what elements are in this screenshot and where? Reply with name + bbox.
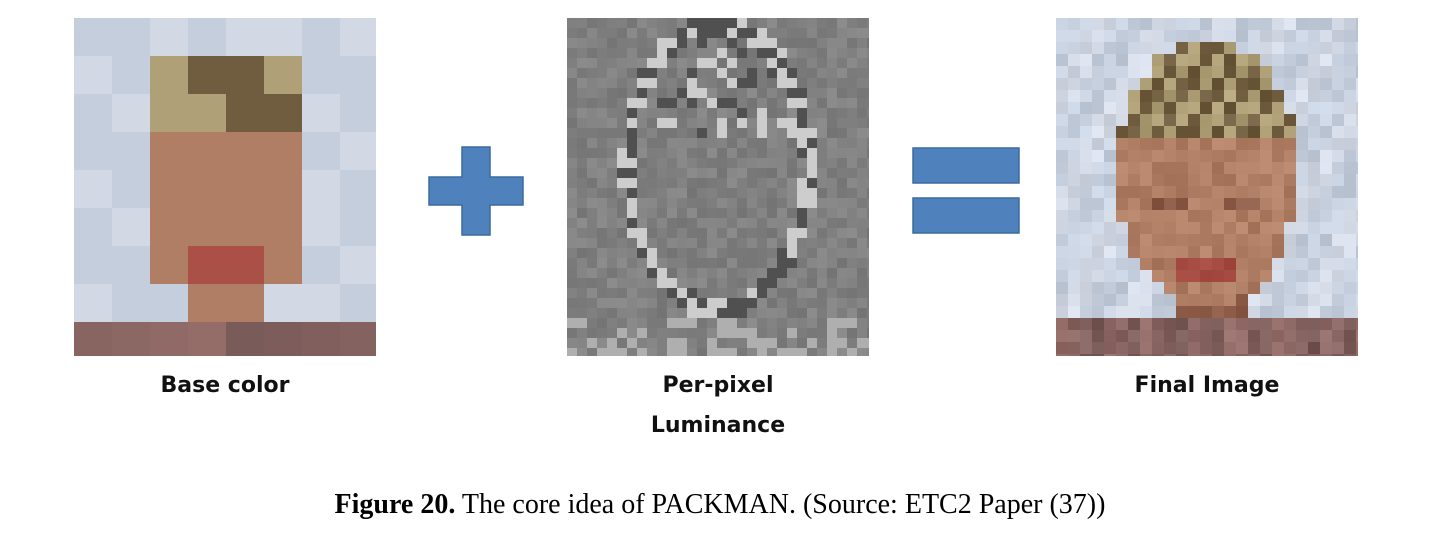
- luminance-image: [567, 18, 869, 356]
- final-image: [1056, 18, 1358, 356]
- luminance-label-line1: Per-pixel: [662, 373, 774, 398]
- figure-caption-text: The core idea of PACKMAN. (Source: ETC2 …: [455, 489, 1106, 520]
- base-color-pixel-image: [74, 18, 376, 356]
- plus-icon: [428, 146, 524, 236]
- figure-caption: Figure 20. The core idea of PACKMAN. (So…: [0, 487, 1440, 523]
- luminance-label-line2: Luminance: [650, 413, 786, 438]
- figure-number: Figure 20.: [334, 489, 456, 520]
- luminance-label: Per-pixel Luminance: [567, 366, 869, 446]
- final-image-label: Final Image: [1134, 373, 1280, 398]
- base-color-image: [74, 18, 376, 356]
- equals-icon: [912, 147, 1020, 234]
- base-color-label: Base color: [160, 373, 290, 398]
- luminance-pixel-image: [567, 18, 869, 356]
- final-pixel-image: [1056, 18, 1358, 356]
